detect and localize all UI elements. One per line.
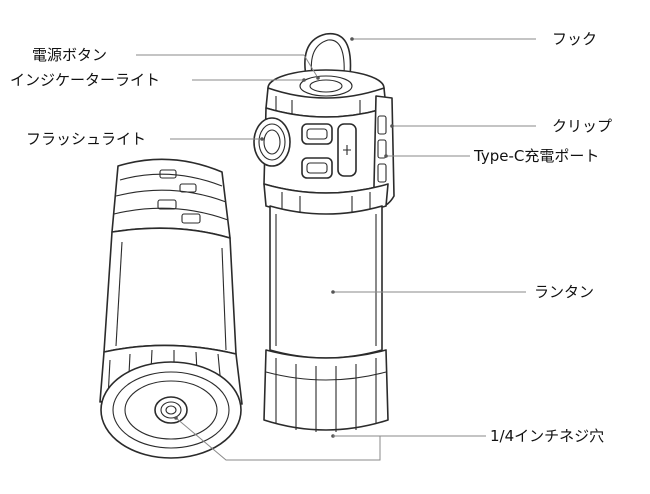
label-indicator-light: インジケーターライト xyxy=(10,71,161,89)
label-flashlight: フラッシュライト xyxy=(26,130,147,148)
label-lantern: ランタン xyxy=(534,283,595,301)
label-tripod-hole: 1/4インチネジ穴 xyxy=(490,427,605,445)
label-clip: クリップ xyxy=(552,117,613,135)
label-usb-c-port: Type-C充電ポート xyxy=(474,147,600,165)
right-flashlight-body xyxy=(253,32,395,432)
label-hook: フック xyxy=(552,30,598,48)
leader-lines xyxy=(136,37,536,461)
label-power-button: 電源ボタン xyxy=(32,46,108,64)
left-flashlight-body xyxy=(99,158,243,459)
